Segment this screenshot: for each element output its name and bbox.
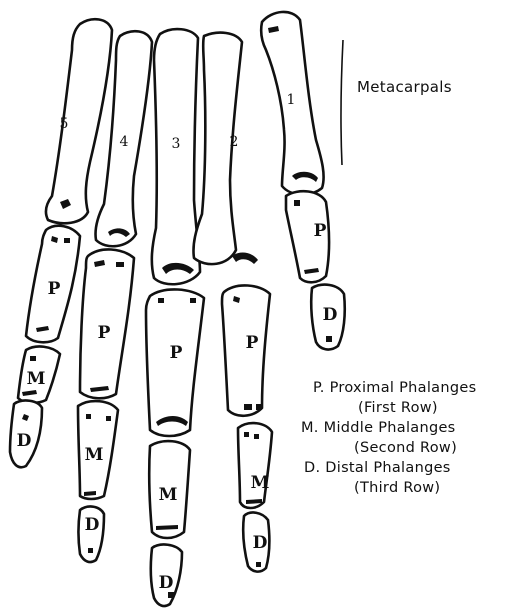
digit-number-5: 5 [60, 116, 69, 132]
label-distal-1: D [323, 305, 338, 325]
label-middle-4: M [85, 445, 104, 465]
digit-number-3: 3 [172, 136, 181, 152]
label-proximal-5: P [48, 279, 61, 299]
label-distal-5: D [17, 431, 32, 451]
legend-middle: M. Middle Phalanges [301, 420, 456, 436]
metacarpal-5 [46, 19, 112, 223]
legend-proximal-row: (First Row) [358, 400, 438, 416]
metacarpals-bracket [341, 40, 343, 165]
label-distal-3: D [159, 573, 174, 593]
label-middle-3: M [159, 485, 178, 505]
legend-distal: D. Distal Phalanges [304, 460, 451, 476]
label-middle-2: M [251, 473, 270, 493]
label-distal-2: D [253, 533, 268, 553]
label-middle-5: M [27, 369, 46, 389]
label-proximal-4: P [98, 323, 111, 343]
digit-number-4: 4 [120, 134, 129, 150]
label-proximal-1: P [314, 221, 327, 241]
legend-proximal: P. Proximal Phalanges [313, 380, 476, 396]
digit-number-1: 1 [287, 92, 296, 108]
label-distal-4: D [85, 515, 100, 535]
metacarpals-label: Metacarpals [357, 78, 452, 96]
legend-distal-row: (Third Row) [354, 480, 440, 496]
finger-3 [146, 29, 204, 606]
finger-1 [261, 12, 345, 350]
label-proximal-3: P [170, 343, 183, 363]
label-proximal-2: P [246, 333, 259, 353]
digit-number-2: 2 [230, 134, 239, 150]
legend-middle-row: (Second Row) [354, 440, 457, 456]
